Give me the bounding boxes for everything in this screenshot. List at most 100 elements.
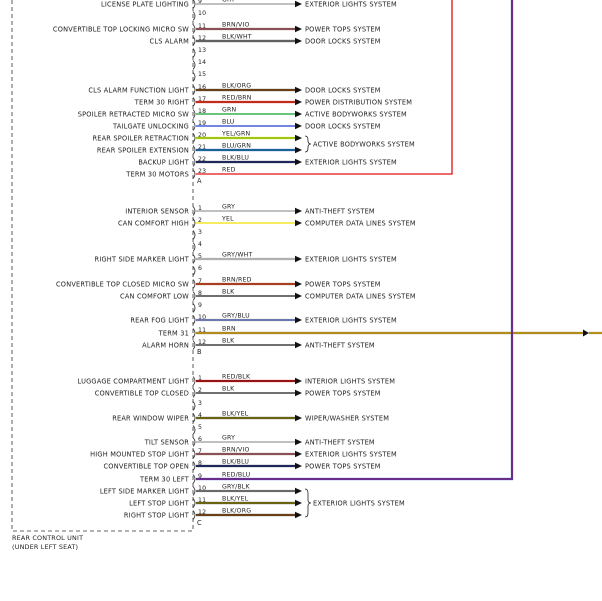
pin-function-label: TERM 30 MOTORS: [125, 170, 189, 178]
pin-number: 13: [198, 47, 206, 54]
wire-color-code: BRN: [222, 326, 236, 333]
arrow-icon: [295, 292, 302, 300]
pin-bracket: [192, 85, 196, 95]
wire-color-code: GRY: [222, 0, 235, 4]
wire-color-code: BLK/BLU: [222, 155, 249, 162]
pin-number: 10: [198, 485, 206, 492]
wire-color-code: GRY/BLK: [222, 484, 250, 491]
pin-bracket: [192, 449, 196, 459]
pin-number: 17: [198, 96, 206, 103]
pin-function-label: LEFT SIDE MARKER LIGHT: [100, 487, 190, 495]
pin-bracket: [192, 474, 196, 484]
destination-system: INTERIOR LIGHTS SYSTEM: [305, 377, 395, 385]
pin-number: 2: [198, 217, 202, 224]
pin-bracket: [192, 0, 196, 9]
pin-number: 6: [198, 436, 202, 443]
pin-function-label: CONVERTIBLE TOP LOCKING MICRO SW: [53, 25, 189, 33]
arrow-icon: [295, 37, 302, 45]
arrow-icon: [295, 86, 302, 94]
pin-bracket: [192, 498, 196, 508]
connector-labels: A B C: [197, 177, 202, 527]
pin-number: 3: [198, 229, 202, 236]
pin-number: 16: [198, 84, 206, 91]
pin-function-label: TERM 31: [158, 329, 189, 337]
pin-bracket: [192, 401, 196, 411]
pin-number: 9: [198, 302, 202, 309]
pin-bracket: [192, 121, 196, 131]
pin-number: 15: [198, 71, 206, 78]
pin-number: 3: [198, 400, 202, 407]
pin-function-label: RIGHT STOP LIGHT: [124, 511, 190, 519]
pin-bracket: [192, 315, 196, 325]
pin-row: 6: [192, 265, 202, 276]
arrow-icon: [295, 377, 302, 385]
arrow-icon: [295, 280, 302, 288]
arrow-icon: [295, 98, 302, 106]
pin-bracket: [192, 97, 196, 107]
pin-function-label: REAR WINDOW WIPER: [112, 414, 189, 422]
pin-bracket: [192, 145, 196, 155]
wire-color-code: BLK/BLU: [222, 459, 249, 466]
destination-system: EXTERIOR LIGHTS SYSTEM: [305, 255, 397, 263]
pin-bracket: [192, 266, 196, 276]
pin-bracket: [192, 425, 196, 435]
pin-function-label: TERM 30 RIGHT: [134, 98, 190, 106]
arrow-icon: [295, 511, 302, 519]
pin-bracket: [192, 169, 196, 179]
pin-bracket: [192, 388, 196, 398]
pin-function-label: ALARM HORN: [142, 341, 189, 349]
wire-color-code: BLU/GRN: [222, 143, 251, 150]
destination-system: ANTI-THEFT SYSTEM: [305, 341, 375, 349]
terminal-icon: [583, 329, 589, 337]
pin-bracket: [192, 254, 196, 264]
pin-function-label: LICENSE PLATE LIGHTING: [101, 0, 189, 8]
pin-row: 5: [192, 424, 202, 435]
destination-system: EXTERIOR LIGHTS SYSTEM: [305, 158, 397, 166]
wire-color-code: RED/BLU: [222, 472, 250, 479]
pin-number: 22: [198, 156, 206, 163]
pin-number: 4: [198, 412, 202, 419]
pin-function-label: TAILGATE UNLOCKING: [112, 122, 189, 130]
destination-system: POWER TOPS SYSTEM: [305, 280, 381, 288]
destination-system: DOOR LOCKS SYSTEM: [305, 122, 381, 130]
wire-color-code: GRY: [222, 204, 235, 211]
pin-row: 9: [192, 302, 202, 313]
pin-number: 7: [198, 278, 202, 285]
wire-term30-left-tracer: [196, 0, 513, 480]
wire-color-code: BRN/RED: [222, 277, 252, 284]
arrow-icon: [295, 158, 302, 166]
pin-function-label: CAN COMFORT HIGH: [118, 219, 189, 227]
arrow-icon: [295, 255, 302, 263]
pin-bracket: [192, 242, 196, 252]
pin-number: 11: [198, 497, 206, 504]
unit-location: (UNDER LEFT SEAT): [12, 543, 78, 551]
pin-function-label: REAR FOG LIGHT: [130, 316, 189, 324]
pin-bracket: [192, 413, 196, 423]
pin-bracket: [192, 328, 196, 338]
arrow-icon: [295, 462, 302, 470]
destination-system: COMPUTER DATA LINES SYSTEM: [305, 292, 416, 300]
destination-system: COMPUTER DATA LINES SYSTEM: [305, 219, 416, 227]
arrow-icon: [295, 219, 302, 227]
pin-function-label: CONVERTIBLE TOP CLOSED: [95, 389, 189, 397]
pin-function-label: HIGH MOUNTED STOP LIGHT: [90, 450, 190, 458]
arrow-icon: [295, 341, 302, 349]
pin-bracket: [192, 48, 196, 58]
pin-number: 12: [198, 339, 206, 346]
wire-color-code: RED/BRN: [222, 95, 252, 102]
wire-color-code: BLK: [222, 386, 235, 393]
wire-color-code: YEL/GRN: [221, 131, 251, 138]
pin-function-label: CAN COMFORT LOW: [120, 292, 189, 300]
pin-number: 10: [198, 10, 206, 17]
pin-function-label: LUGGAGE COMPARTMENT LIGHT: [78, 377, 190, 385]
